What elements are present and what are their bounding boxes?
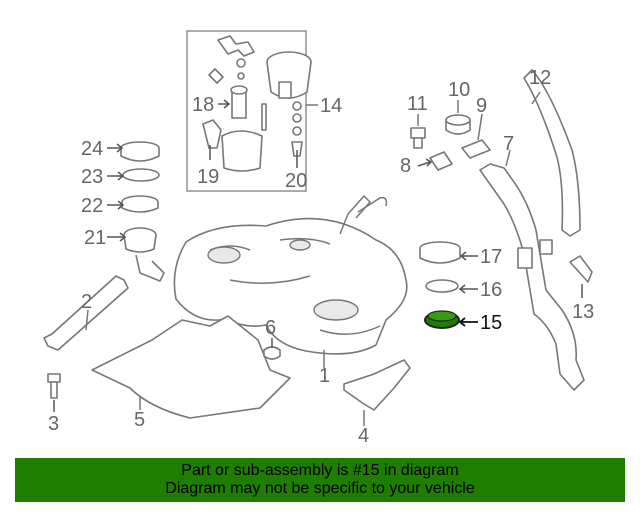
callout-6: 6: [265, 317, 276, 339]
bracket-clip: [429, 151, 453, 171]
hose-small: [569, 255, 593, 283]
callout-9: 9: [476, 95, 487, 117]
callout-17: 17: [480, 246, 502, 268]
callout-10: 10: [448, 79, 470, 101]
clip: [461, 139, 491, 159]
callout-23: 23: [81, 166, 103, 188]
breather-hose: [523, 69, 581, 237]
fuel-cap: [445, 114, 471, 135]
tank-strap: [43, 275, 129, 351]
pump-assembly-box: [186, 30, 307, 192]
heat-shield: [91, 315, 291, 419]
callout-20: 20: [285, 170, 307, 192]
banner-line-1: Part or sub-assembly is #15 in diagram: [181, 462, 459, 479]
parts-diagram: 1 2 3 4 5 6 7 8 9 10 11 12 13 14 15 16 1…: [43, 30, 594, 447]
callout-7: 7: [503, 133, 514, 155]
bracket: [343, 359, 411, 411]
callout-24: 24: [81, 138, 103, 160]
callout-2: 2: [81, 291, 92, 313]
callout-22: 22: [81, 195, 103, 217]
callout-3: 3: [48, 413, 59, 435]
left-rings: [120, 141, 165, 282]
callout-18: 18: [192, 94, 214, 116]
callout-8: 8: [400, 155, 411, 177]
lock-ring: [419, 241, 461, 264]
callout-1: 1: [319, 365, 330, 387]
callout-14: 14: [320, 95, 342, 117]
callout-4: 4: [358, 425, 369, 447]
cap-bolt: [410, 127, 426, 149]
callout-19: 19: [197, 166, 219, 188]
filler-neck: [479, 163, 585, 391]
callout-21: 21: [84, 227, 106, 249]
fuel-pump-parts: [202, 35, 312, 172]
callout-11: 11: [407, 93, 428, 115]
banner-line-2: Diagram may not be specific to your vehi…: [165, 480, 475, 497]
callout-16: 16: [480, 279, 502, 301]
fuel-pump-gasket-highlighted: [424, 310, 460, 329]
bolt: [47, 373, 61, 399]
seal-ring: [425, 279, 459, 293]
callout-13: 13: [572, 301, 594, 323]
info-banner: Part or sub-assembly is #15 in diagram D…: [15, 458, 625, 502]
callout-5: 5: [134, 409, 145, 431]
callout-12: 12: [529, 67, 551, 89]
grommet: [263, 346, 281, 360]
callout-15: 15: [480, 312, 502, 334]
